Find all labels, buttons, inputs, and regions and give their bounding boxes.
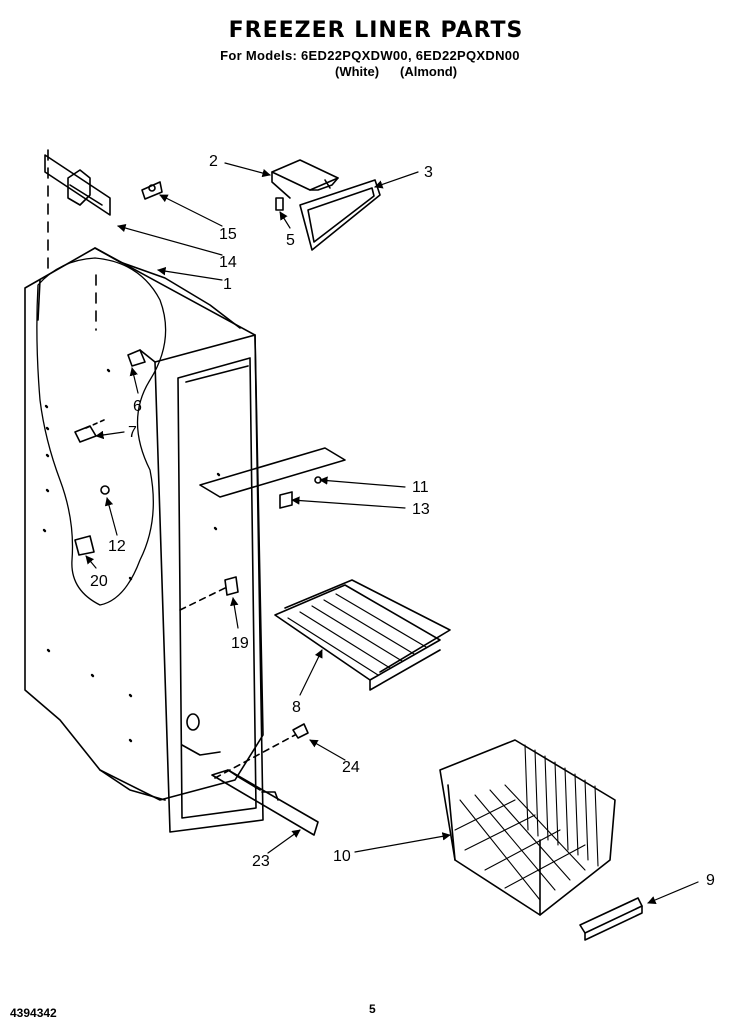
- callout-3: 3: [424, 164, 433, 181]
- part-13: [279, 491, 293, 509]
- page-number: 5: [369, 1002, 376, 1016]
- basket-front: [579, 897, 643, 941]
- part-20: [74, 535, 95, 556]
- wire-basket: [439, 739, 616, 916]
- callout-11: 11: [412, 479, 429, 496]
- callout-19: 19: [231, 635, 249, 652]
- color-white-label: (White): [335, 64, 380, 79]
- part-7: [74, 419, 105, 443]
- page-title: FREEZER LINER PARTS: [228, 18, 524, 43]
- callout-15: 15: [219, 226, 237, 243]
- part-6: [127, 349, 146, 367]
- screw-5: [275, 197, 284, 211]
- callout-1: 1: [223, 276, 232, 293]
- callout-20: 20: [90, 573, 108, 590]
- screw-24: [214, 723, 309, 779]
- callout-13: 13: [412, 501, 430, 518]
- models-line: For Models: 6ED22PQXDW00, 6ED22PQXDN00: [220, 48, 520, 63]
- callout-12: 12: [108, 538, 126, 555]
- slide-rail: [211, 769, 319, 836]
- part-12: [100, 485, 110, 495]
- freezer-liner: [24, 149, 264, 833]
- callout-14: 14: [219, 254, 237, 271]
- callout-24: 24: [342, 759, 360, 776]
- callout-8: 8: [292, 699, 301, 716]
- callout-2: 2: [209, 153, 218, 170]
- callout-labels: 1 2 3 5 6 7 8 9 10 11 12 13 14 15 19 20 …: [90, 153, 715, 889]
- wire-shelf: [274, 579, 451, 691]
- callout-10: 10: [333, 848, 351, 865]
- shelf-guide-plate: [199, 447, 346, 498]
- part-19: [179, 576, 239, 611]
- screw-15: [141, 181, 163, 200]
- top-bracket: [44, 154, 111, 216]
- document-number: 4394342: [10, 1006, 57, 1020]
- bracket-2: [271, 159, 339, 199]
- light-cover-3: [299, 179, 381, 251]
- callout-5: 5: [286, 232, 295, 249]
- color-almond-label: (Almond): [400, 64, 458, 79]
- leader-lines: [85, 162, 699, 904]
- callout-7: 7: [128, 424, 137, 441]
- callout-9: 9: [706, 872, 715, 889]
- callout-23: 23: [252, 853, 270, 870]
- callout-6: 6: [133, 398, 142, 415]
